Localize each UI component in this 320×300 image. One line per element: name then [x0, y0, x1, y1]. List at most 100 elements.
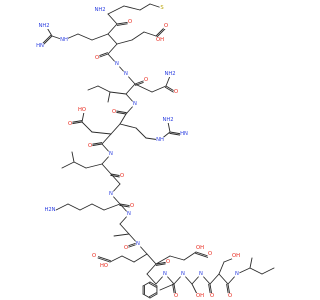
label-backdrop	[195, 245, 205, 251]
amide-nitrogen: N	[199, 271, 203, 277]
label-backdrop	[114, 61, 120, 67]
side-chain-bond	[97, 257, 111, 263]
label-backdrop	[135, 241, 141, 247]
side-chain-bond	[155, 27, 165, 37]
oxygen-atom: O	[174, 89, 178, 95]
label-backdrop	[155, 137, 165, 143]
oxygen-atom: O	[95, 55, 99, 61]
label-backdrop	[99, 263, 109, 269]
amide-nitrogen: N	[109, 191, 113, 197]
oxygen-atom: O	[166, 259, 170, 265]
label-backdrop	[198, 271, 204, 277]
side-chain-bond	[87, 85, 99, 91]
label-backdrop	[163, 23, 169, 29]
amide-nitrogen: N	[133, 101, 137, 107]
label-backdrop	[164, 71, 176, 77]
label-backdrop	[77, 107, 87, 113]
hydroxyl-atom: OH	[196, 245, 204, 251]
label-backdrop	[162, 271, 168, 277]
oxygen-atom: O	[88, 143, 92, 149]
sulfur-atom: S	[160, 5, 163, 11]
phenyl-ring-bond	[148, 282, 157, 288]
label-backdrop	[67, 121, 73, 127]
label-backdrop	[234, 271, 240, 277]
side-chain-bond	[55, 203, 69, 211]
side-chain-bond	[81, 111, 85, 123]
side-chain-bond	[135, 127, 147, 139]
side-chain-bond	[116, 39, 133, 45]
amide-nitrogen: N	[109, 151, 113, 157]
imine-atom: HN	[36, 43, 44, 49]
backbone-bond	[119, 113, 127, 125]
label-backdrop	[227, 293, 233, 299]
label-backdrop	[179, 131, 189, 137]
label-backdrop	[94, 55, 100, 61]
phenyl-ring-bond	[142, 293, 151, 299]
amide-nitrogen: N	[163, 271, 167, 277]
backbone-bond	[125, 83, 136, 95]
label-backdrop	[231, 253, 241, 259]
backbone-bond	[101, 133, 112, 145]
oxygen-atom: O	[210, 293, 214, 299]
side-chain-bond	[107, 91, 111, 103]
amine-atom: NH	[60, 37, 68, 43]
side-chain-bond	[195, 251, 209, 257]
phenyl-ring-bond	[149, 293, 158, 299]
side-chain-bond	[43, 35, 53, 45]
phenyl-ring-bond	[149, 281, 158, 287]
backbone-bond	[119, 223, 130, 235]
side-chain-bond	[77, 33, 93, 41]
label-backdrop	[35, 43, 45, 49]
backbone-bond	[146, 263, 157, 275]
backbone-bond	[107, 33, 118, 45]
hydroxyl-atom: OH	[156, 37, 164, 43]
oxygen-atom: O	[68, 121, 72, 127]
label-backdrop	[123, 71, 129, 77]
side-chain-bond	[143, 31, 157, 37]
side-chain-bond	[218, 261, 225, 275]
side-chain-bond	[103, 203, 121, 211]
label-backdrop	[91, 253, 97, 259]
side-chain-bond	[109, 255, 123, 263]
oxygen-atom: O	[124, 245, 128, 251]
amide-nitrogen: N	[136, 241, 140, 247]
oxygen-atom: O	[130, 203, 134, 209]
label-backdrop	[119, 173, 125, 179]
side-chain-bond	[165, 75, 171, 87]
label-backdrop	[173, 89, 179, 95]
oxygen-atom: O	[120, 173, 124, 179]
label-backdrop	[209, 293, 215, 299]
side-chain-bond	[151, 85, 167, 93]
label-backdrop	[132, 101, 138, 107]
backbone-bond	[110, 123, 121, 135]
label-backdrop	[159, 5, 165, 11]
side-chain-bond	[155, 255, 171, 265]
amine-atom: NH2	[162, 117, 173, 123]
side-chain-bond	[139, 3, 151, 11]
side-chain-bond	[167, 121, 171, 133]
side-chain-bond	[85, 163, 103, 169]
label-backdrop	[195, 293, 205, 299]
side-chain-bond	[91, 203, 105, 211]
backbone-bond	[218, 273, 229, 285]
side-chain-bond	[249, 267, 263, 275]
amine-atom: NH2	[164, 71, 175, 77]
label-backdrop	[111, 109, 117, 115]
backbone-bond	[101, 163, 112, 175]
label-backdrop	[108, 191, 114, 197]
oxygen-atom: O	[174, 293, 178, 299]
oxygen-atom: O	[164, 23, 168, 29]
side-chain-bond	[249, 257, 253, 269]
hydroxyl-atom: OH	[196, 293, 204, 299]
side-chain-bond	[159, 283, 175, 291]
label-backdrop	[44, 207, 56, 213]
oxygen-atom: O	[144, 77, 148, 83]
side-chain-bond	[81, 121, 93, 133]
side-chain-bond	[121, 255, 135, 263]
label-backdrop	[207, 251, 213, 257]
side-chain-bond	[97, 85, 111, 93]
side-chain-bond	[119, 123, 137, 129]
side-chain-bond	[71, 151, 75, 163]
label-backdrop	[173, 293, 179, 299]
imine-atom: HN	[180, 131, 188, 137]
